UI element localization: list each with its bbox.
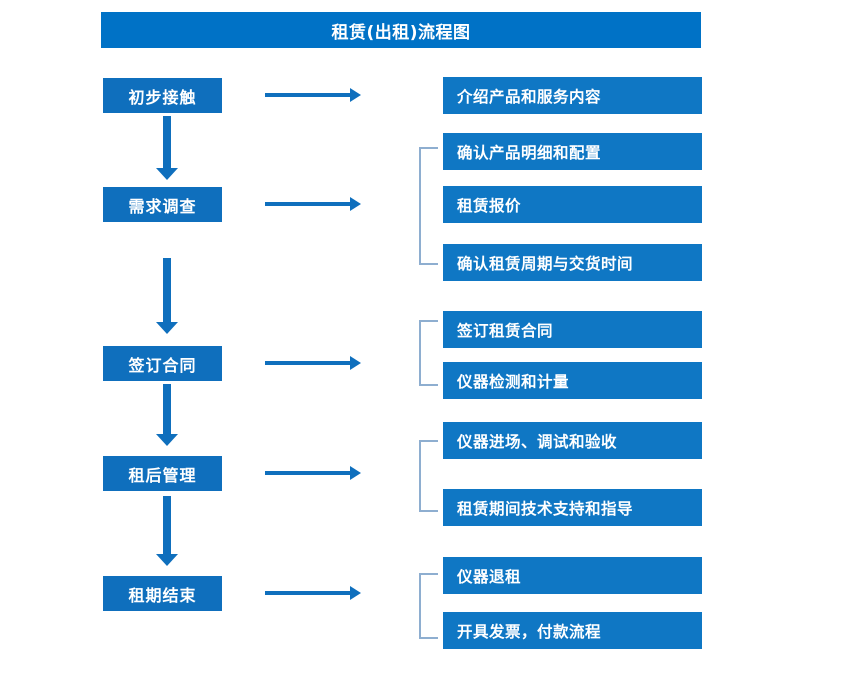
detail-box-technical-support[interactable]: 租赁期间技术支持和指导	[443, 489, 702, 526]
detail-box-rental-quotation[interactable]: 租赁报价	[443, 186, 702, 223]
vertical-arrow-3-shaft	[163, 384, 171, 434]
group-bracket-sign-contract	[419, 320, 438, 386]
horizontal-arrow-4-shaft	[265, 471, 351, 475]
vertical-arrow-4-head	[156, 554, 178, 566]
stage-box-demand-survey[interactable]: 需求调查	[103, 187, 222, 222]
horizontal-arrow-5-head	[350, 586, 361, 600]
horizontal-arrow-4	[265, 466, 361, 480]
vertical-arrow-4-shaft	[163, 496, 171, 554]
horizontal-arrow-2-shaft	[265, 202, 351, 206]
horizontal-arrow-2	[265, 197, 361, 211]
horizontal-arrow-4-head	[350, 466, 361, 480]
stage-box-rental-end[interactable]: 租期结束	[103, 576, 222, 611]
stage-box-initial-contact[interactable]: 初步接触	[103, 78, 222, 113]
vertical-arrow-2	[156, 258, 178, 334]
detail-box-sign-rental-contract[interactable]: 签订租赁合同	[443, 311, 702, 348]
vertical-arrow-2-head	[156, 322, 178, 334]
detail-box-confirm-rental-period[interactable]: 确认租赁周期与交货时间	[443, 244, 702, 281]
vertical-arrow-2-shaft	[163, 258, 171, 322]
detail-box-confirm-product-details[interactable]: 确认产品明细和配置	[443, 133, 702, 170]
detail-box-invoice-payment[interactable]: 开具发票，付款流程	[443, 612, 702, 649]
horizontal-arrow-1	[265, 88, 361, 102]
vertical-arrow-3-head	[156, 434, 178, 446]
horizontal-arrow-5-shaft	[265, 591, 351, 595]
detail-box-instrument-return[interactable]: 仪器退租	[443, 557, 702, 594]
diagram-title: 租赁(出租)流程图	[101, 12, 701, 48]
horizontal-arrow-1-head	[350, 88, 361, 102]
horizontal-arrow-5	[265, 586, 361, 600]
vertical-arrow-4	[156, 496, 178, 566]
detail-box-instrument-inspection[interactable]: 仪器检测和计量	[443, 362, 702, 399]
detail-box-introduce-products[interactable]: 介绍产品和服务内容	[443, 77, 702, 114]
vertical-arrow-3	[156, 384, 178, 446]
horizontal-arrow-3	[265, 356, 361, 370]
vertical-arrow-1	[156, 116, 178, 180]
group-bracket-rental-end	[419, 573, 438, 639]
horizontal-arrow-3-head	[350, 356, 361, 370]
horizontal-arrow-3-shaft	[265, 361, 351, 365]
horizontal-arrow-1-shaft	[265, 93, 351, 97]
vertical-arrow-1-shaft	[163, 116, 171, 168]
group-bracket-demand-survey	[419, 147, 438, 265]
horizontal-arrow-2-head	[350, 197, 361, 211]
detail-box-instrument-entry-commissioning[interactable]: 仪器进场、调试和验收	[443, 422, 702, 459]
group-bracket-post-rental	[419, 440, 438, 512]
vertical-arrow-1-head	[156, 168, 178, 180]
stage-box-post-rental-management[interactable]: 租后管理	[103, 456, 222, 491]
stage-box-sign-contract[interactable]: 签订合同	[103, 346, 222, 381]
